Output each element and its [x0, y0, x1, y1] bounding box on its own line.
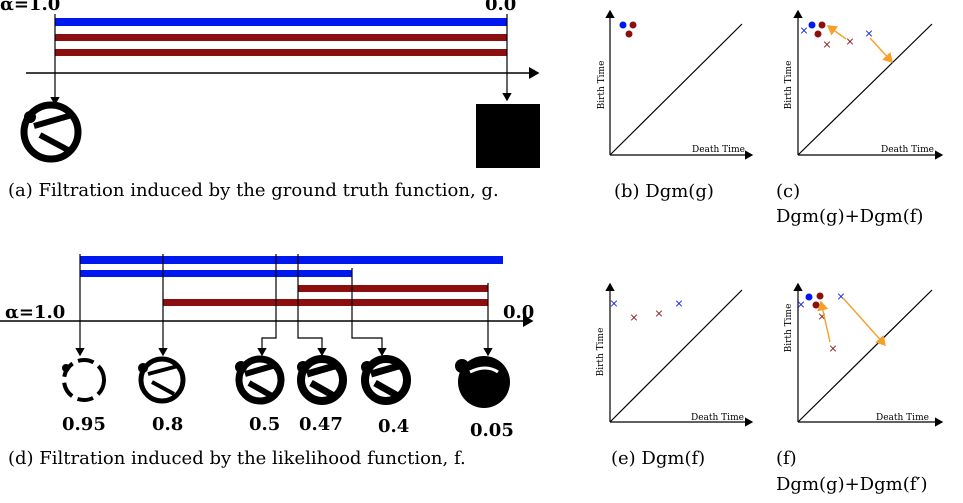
point-red-c-1: [818, 21, 826, 29]
point-blue-f: [805, 293, 813, 301]
alpha-end-label-d: 0.0: [503, 302, 534, 323]
arrow-d-047: [297, 254, 327, 357]
shape-04-icon: [361, 355, 411, 405]
barcode-d-blue-1: [80, 256, 503, 264]
matching-arrow-f-2: [842, 297, 886, 347]
xlabel-b: Death Time: [692, 145, 745, 155]
cross-blue-c-1: ×: [799, 24, 808, 37]
caption-e: (e) Dgm(f): [611, 448, 705, 469]
cross-red-e-1: ×: [629, 311, 638, 324]
ylabel-b: Birth Time: [597, 61, 607, 110]
shape-08-icon: [138, 356, 186, 404]
barcode-d-red-2: [163, 299, 488, 306]
panel-f: Birth Time Death Time × × × × (f) Dgm(g)…: [776, 282, 944, 495]
barcode-bar-blue: [55, 18, 507, 26]
caption-b: (b) Dgm(g): [614, 181, 714, 202]
point-red-b-1: [629, 21, 637, 29]
caption-d: (d) Filtration induced by the likelihood…: [8, 448, 466, 469]
ylabel-e: Birth Time: [596, 328, 606, 377]
shape-047-icon: [297, 355, 347, 405]
point-blue-b: [619, 21, 627, 29]
cross-red-c-2: ×: [845, 35, 854, 48]
point-red-b-2: [625, 30, 633, 38]
diagonal-c: [797, 23, 933, 156]
panel-a: α=1.0 0.0 (a) Filtration induced by the …: [0, 0, 540, 201]
cross-blue-c-2: ×: [864, 27, 873, 40]
panel-b: Birth Time Death Time (b) Dgm(g): [597, 9, 754, 202]
diagonal-b: [609, 23, 743, 156]
caption-c-1: (c): [776, 181, 800, 202]
point-blue-c: [808, 21, 816, 29]
diagonal-f: [797, 289, 933, 423]
xlabel-c: Death Time: [881, 145, 934, 155]
arrow-d-04: [351, 268, 387, 357]
cross-blue-f-1: ×: [796, 298, 805, 311]
caption-c-2: Dgm(g)+Dgm(f): [776, 206, 923, 227]
ylabel-c: Birth Time: [784, 61, 794, 110]
barcode-bar-red-1: [55, 34, 507, 41]
cross-blue-f-2: ×: [836, 290, 845, 303]
cross-red-f-2: ×: [828, 342, 837, 355]
point-red-f-2: [812, 301, 820, 309]
caption-f-2: Dgm(g)+Dgm(f′): [776, 474, 928, 495]
arrow-d-05: [257, 254, 277, 357]
threshold-08: 0.8: [152, 414, 183, 435]
cross-red-e-2: ×: [654, 307, 663, 320]
xlabel-f: Death Time: [876, 413, 929, 423]
threshold-047: 0.47: [299, 414, 343, 435]
threshold-005: 0.05: [470, 420, 514, 441]
shape-005-icon: [455, 356, 510, 408]
panel-d: α=1.0 0.0: [0, 254, 534, 469]
cross-red-f-1: ×: [817, 310, 826, 323]
xlabel-e: Death Time: [691, 413, 744, 423]
panel-e: Birth Time Death Time × × × × (e) Dgm(f): [596, 282, 754, 469]
point-red-c-2: [814, 30, 822, 38]
ylabel-f: Birth Time: [784, 304, 794, 353]
caption-f-1: (f): [776, 448, 797, 469]
alpha-end-label-a: 0.0: [485, 0, 516, 15]
barcode-bar-red-2: [55, 49, 507, 56]
barcode-d-blue-2: [80, 270, 352, 277]
alpha-start-label-a: α=1.0: [0, 0, 60, 15]
cross-blue-e-2: ×: [674, 297, 683, 310]
matching-arrow-f-1: [817, 300, 831, 343]
alpha-start-label-d: α=1.0: [5, 302, 65, 323]
shape-095-icon: [62, 358, 106, 402]
point-red-f-1: [816, 292, 824, 300]
diagonal-e: [609, 289, 743, 423]
matching-arrow-c-2: [869, 37, 893, 64]
threshold-05: 0.5: [249, 414, 280, 435]
threshold-095: 0.95: [62, 414, 106, 435]
threshold-04: 0.4: [378, 416, 409, 437]
ground-truth-shape-icon: [20, 101, 82, 163]
panel-c: Birth Time Death Time × × × × (c) Dgm(g)…: [776, 9, 944, 227]
cross-blue-e-1: ×: [609, 297, 618, 310]
barcode-d-red-1: [298, 285, 488, 292]
shape-05-icon: [235, 355, 285, 405]
cross-red-c-1: ×: [822, 38, 831, 51]
caption-a: (a) Filtration induced by the ground tru…: [8, 180, 499, 201]
full-square-shape-icon: [476, 104, 540, 168]
matching-arrow-c-1: [826, 25, 847, 40]
